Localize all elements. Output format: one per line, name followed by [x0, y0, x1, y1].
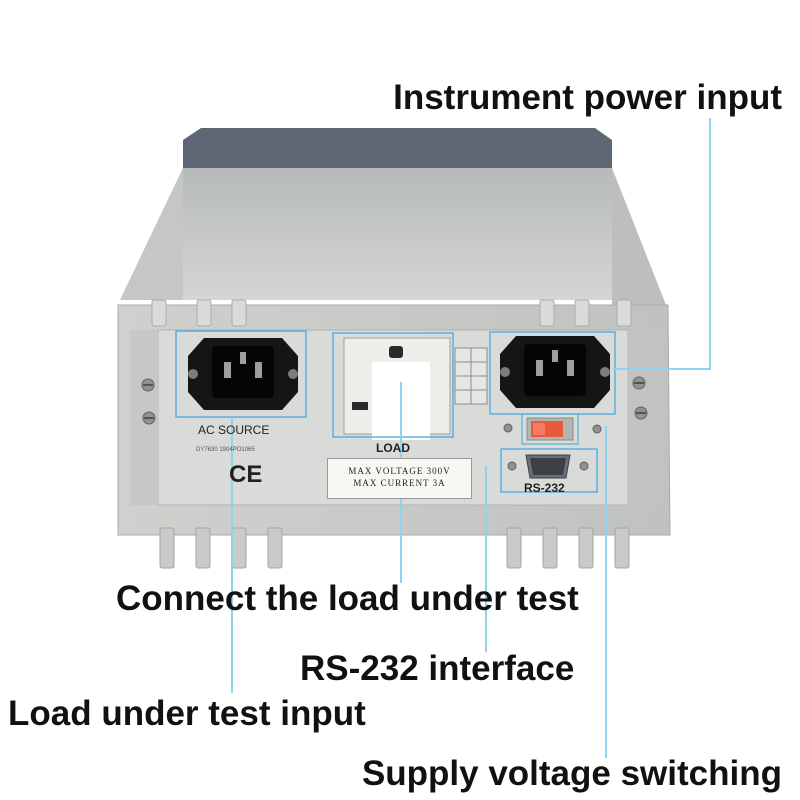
- callout-connect-load: Connect the load under test: [116, 579, 579, 618]
- screw: [141, 378, 155, 392]
- callout-supply-voltage-switching: Supply voltage switching: [361, 754, 782, 793]
- load-socket-highlight: [332, 332, 454, 438]
- rs232-label: RS-232: [524, 481, 565, 495]
- ac-source-label: AC SOURCE: [198, 423, 270, 437]
- voltage-switch-highlight: [521, 413, 579, 445]
- screw-small: [592, 424, 602, 434]
- frame-grip: [574, 299, 590, 327]
- screw: [632, 376, 646, 390]
- callout-rs232-interface: RS-232 interface: [300, 649, 575, 688]
- screw-small: [503, 423, 513, 433]
- rs232-connector: [507, 454, 589, 479]
- callout-instrument-power-input: Instrument power input: [393, 78, 782, 117]
- max-current-text: MAX CURRENT 3A: [353, 478, 446, 488]
- load-socket: [343, 337, 451, 440]
- frame-grip: [616, 299, 632, 327]
- screw: [142, 411, 156, 425]
- frame-grip: [151, 299, 167, 327]
- callout-line-power: [613, 118, 711, 370]
- ac-source-highlight: [175, 330, 307, 418]
- voltage-switch: [526, 417, 574, 441]
- load-label: LOAD: [376, 441, 410, 455]
- ce-mark: CE: [229, 461, 263, 488]
- screw: [634, 406, 648, 420]
- callout-load-under-test-input: Load under test input: [8, 694, 366, 733]
- left-side-housing: [120, 168, 183, 300]
- voltage-table: [454, 347, 488, 405]
- instrument-power-inlet: [500, 336, 610, 408]
- frame-grip: [196, 299, 212, 327]
- right-side-housing: [612, 168, 668, 310]
- frame-grip: [539, 299, 555, 327]
- rating-plate: MAX VOLTAGE 300V MAX CURRENT 3A: [327, 458, 472, 499]
- rear-feet: [159, 527, 630, 569]
- serial-number-label: DY7630 1904PO1065: [196, 447, 255, 453]
- ac-source-inlet: [188, 338, 298, 410]
- rs232-highlight: [500, 448, 598, 493]
- top-housing: [120, 168, 612, 300]
- top-bezel: [183, 128, 612, 168]
- max-voltage-text: MAX VOLTAGE 300V: [348, 466, 451, 476]
- frame-grip: [231, 299, 247, 327]
